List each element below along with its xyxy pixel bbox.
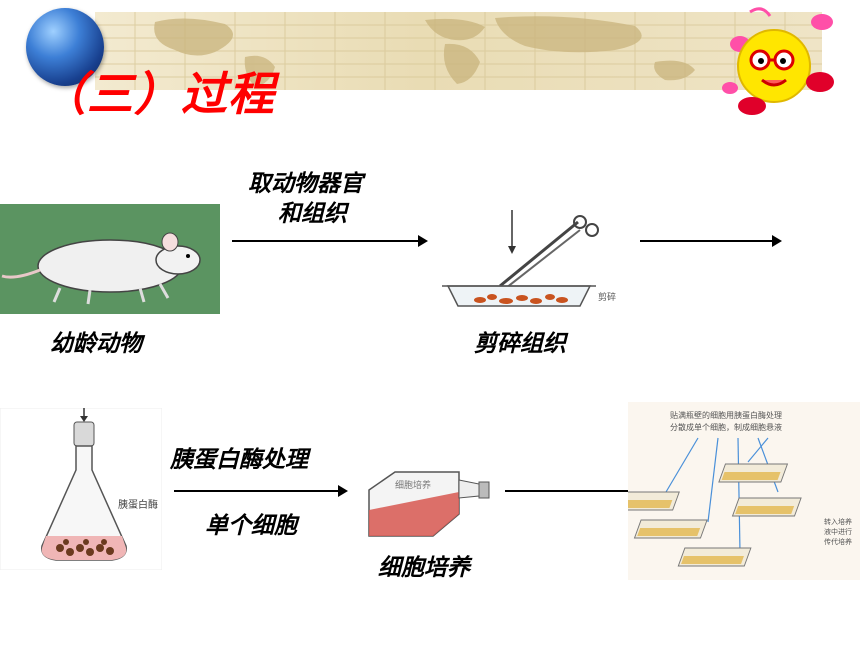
arrow1-label-line1: 取动物器官 [248, 171, 363, 197]
arrow3-label-top: 胰蛋白酶处理 [170, 447, 308, 473]
culture-label: 细胞培养 [378, 555, 470, 581]
flask-caption: 胰蛋白酶 [118, 498, 158, 511]
arrow3-label-bottom: 单个细胞 [205, 513, 297, 539]
subculture-caption-1: 贴满瓶壁的细胞用胰蛋白酶处理 [670, 410, 782, 420]
mouse-image [0, 204, 220, 314]
culture-bottle-image: 细胞培养 [355, 452, 497, 544]
mascot-icon [712, 4, 842, 124]
page-title: （三）过程 [40, 67, 275, 121]
arrow-1 [232, 235, 428, 247]
subculture-caption-2: 分散成单个细胞，制成细胞悬液 [670, 422, 782, 432]
arrow-2 [640, 235, 782, 247]
bottle-caption: 细胞培养 [395, 479, 431, 491]
arrow1-label-line2: 和组织 [278, 201, 347, 227]
flask-image: 胰蛋白酶 [0, 408, 162, 570]
arrow-4 [505, 485, 647, 497]
dish-caption: 剪碎 [598, 291, 616, 303]
subculture-side-2: 液中进行 [824, 527, 852, 536]
globe-icon [26, 8, 104, 86]
subculture-side-1: 转入培养 [824, 517, 852, 526]
animal-label: 幼龄动物 [50, 331, 142, 357]
world-map-banner [95, 12, 822, 90]
tissue-dish-image: 剪碎 [430, 204, 618, 316]
subculture-image: 贴满瓶壁的细胞用胰蛋白酶处理 分散成单个细胞，制成细胞悬液 转入培养 液中进行 … [628, 402, 860, 580]
tissue-label: 剪碎组织 [474, 331, 566, 357]
arrow-3 [174, 485, 348, 497]
subculture-side-3: 传代培养 [824, 537, 852, 546]
